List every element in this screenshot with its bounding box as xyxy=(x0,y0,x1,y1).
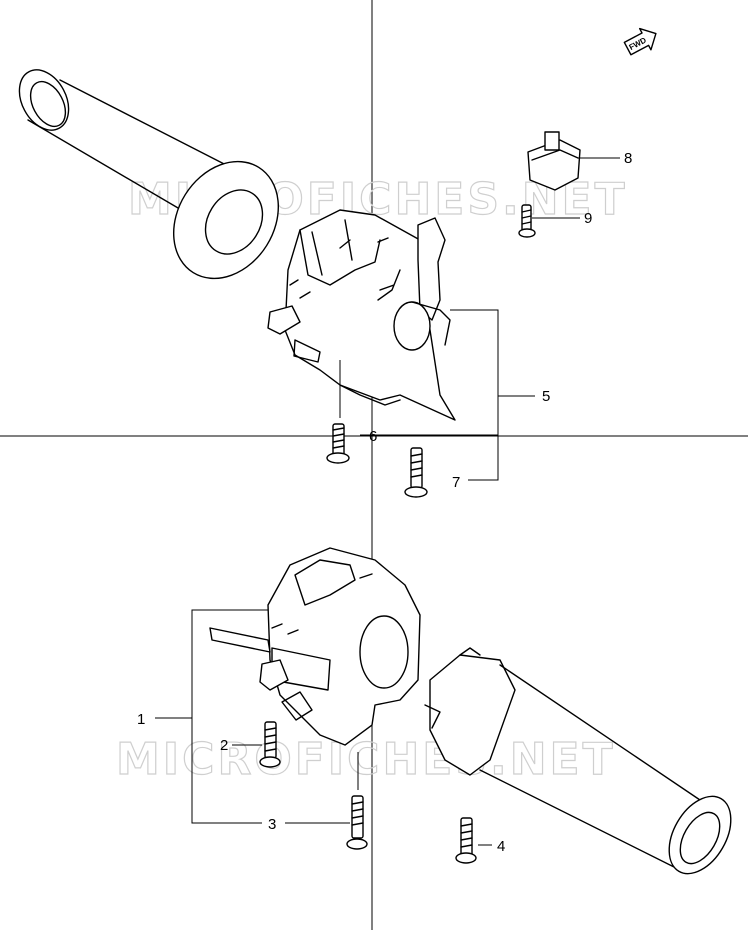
left-switch-housing xyxy=(209,547,421,790)
right-grip xyxy=(424,647,732,875)
callout-6: 6 xyxy=(369,428,377,445)
right-switch-housing xyxy=(267,209,456,421)
screw-7 xyxy=(404,447,428,498)
screw-4 xyxy=(455,817,477,864)
callout-8: 8 xyxy=(624,150,632,167)
watermark-bottom: MICROFICHES.NET xyxy=(116,734,616,785)
callout-5: 5 xyxy=(542,388,550,405)
screw-2 xyxy=(259,721,281,768)
callout-4: 4 xyxy=(497,838,505,855)
part-8-switch xyxy=(527,131,620,191)
screw-9 xyxy=(518,204,580,238)
left-grip xyxy=(18,69,280,280)
callout-7: 7 xyxy=(452,474,460,491)
screw-6 xyxy=(326,423,350,464)
bracket-5 xyxy=(360,309,535,481)
callout-3: 3 xyxy=(268,816,276,833)
screw-3 xyxy=(346,795,368,850)
bracket-1 xyxy=(155,609,492,846)
callout-2: 2 xyxy=(220,737,228,754)
callout-9: 9 xyxy=(584,210,592,227)
fwd-arrow-icon: FWD xyxy=(623,27,657,56)
callout-1: 1 xyxy=(137,711,145,728)
